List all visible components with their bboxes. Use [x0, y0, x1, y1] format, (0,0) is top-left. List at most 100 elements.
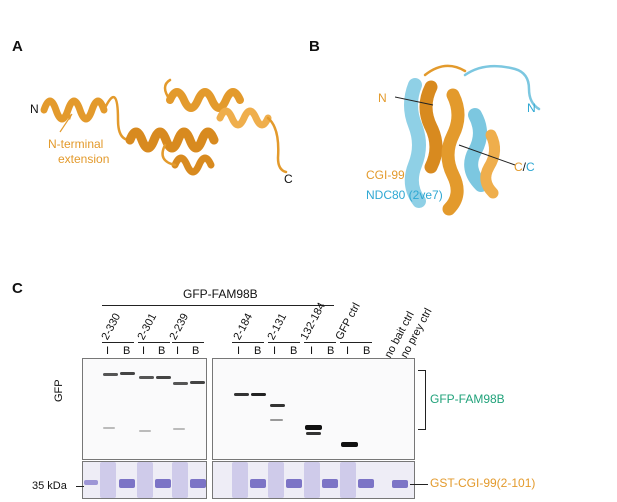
coomassie-band — [322, 479, 338, 488]
loop-1 — [102, 96, 132, 142]
coomassie-band — [155, 479, 171, 488]
panel-b-n-cyan: N — [527, 101, 536, 115]
gfp-band — [306, 432, 321, 435]
coomassie-band — [392, 480, 408, 488]
lane-i-label: I — [237, 345, 241, 357]
lane-b-label: B — [123, 345, 131, 357]
panel-b-c-cyan: C — [526, 160, 535, 174]
marker-tick — [76, 486, 84, 487]
coomassie-band — [172, 462, 188, 498]
lane-b-label: B — [254, 345, 262, 357]
gst-cgi99-label: GST-CGI-99(2-101) — [430, 476, 536, 490]
construct-header: GFP-FAM98B — [183, 287, 258, 301]
construct-underline — [102, 342, 134, 343]
construct-underline — [138, 342, 170, 343]
gfp-band-faint — [173, 428, 185, 430]
panel-b-slash: / — [522, 160, 527, 174]
gfp-band-faint — [270, 419, 283, 421]
panel-b-c-labels: C/C — [514, 160, 535, 174]
panel-b-c-orange: C — [514, 160, 523, 174]
ndc80-helix-1 — [404, 78, 426, 208]
construct-underline — [268, 342, 300, 343]
loop-3 — [163, 78, 172, 102]
cgi-loop — [423, 64, 467, 77]
panel-a-c-label: C — [284, 172, 293, 186]
construct-label: 2-330 — [99, 311, 124, 342]
n-terminal-helix — [40, 97, 108, 123]
gfp-y-label: GFP — [53, 379, 65, 402]
panel-c-letter: C — [12, 280, 23, 297]
gfp-band — [234, 393, 249, 396]
legend-ndc80: NDC80 (2ve7) — [366, 188, 443, 202]
construct-label: 2-239 — [167, 311, 192, 342]
coomassie-band — [100, 462, 116, 498]
panel-a-n-label: N — [30, 102, 39, 116]
lane-i-label: I — [310, 345, 314, 357]
lane-i-label: I — [142, 345, 146, 357]
construct-underline — [304, 342, 336, 343]
construct-label: 2-301 — [135, 311, 160, 342]
coomassie-band — [304, 462, 320, 498]
coomassie-band — [358, 479, 374, 488]
helix-bundle-3 — [216, 107, 272, 129]
gfp-band — [139, 376, 154, 379]
panel-b-letter: B — [309, 38, 320, 55]
loop-4 — [161, 143, 177, 167]
lane-i-label: I — [346, 345, 350, 357]
gfp-blot-left — [82, 358, 207, 460]
extension-label-line2: extension — [58, 152, 110, 166]
lane-b-label: B — [363, 345, 371, 357]
gfp-band — [173, 382, 188, 385]
construct-underline — [340, 342, 372, 343]
gfp-band — [341, 442, 358, 447]
gfp-band-faint — [139, 430, 151, 432]
ndc80-loop — [463, 64, 541, 111]
panel-b-n-orange: N — [378, 91, 387, 105]
coomassie-band — [268, 462, 284, 498]
gfp-band — [156, 376, 171, 379]
coomassie-band — [190, 479, 206, 488]
construct-underline — [172, 342, 204, 343]
helix-bundle-1 — [125, 127, 219, 153]
construct-label: 2-131 — [265, 311, 290, 342]
helix-bundle-4 — [171, 154, 215, 176]
gst-pointer-line — [410, 484, 428, 485]
gfp-band — [270, 404, 285, 407]
panel-b-structure — [395, 64, 541, 216]
lane-i-label: I — [176, 345, 180, 357]
cgi-helix-3 — [480, 129, 500, 199]
coomassie-band — [286, 479, 302, 488]
c-pointer-line — [458, 144, 516, 166]
lane-b-label: B — [192, 345, 200, 357]
construct-header-line — [102, 305, 334, 306]
lane-b-label: B — [327, 345, 335, 357]
coomassie-band — [250, 479, 266, 488]
gfp-band — [103, 373, 118, 376]
gfp-bracket — [418, 370, 426, 430]
gfp-band — [251, 393, 266, 396]
construct-label: GFP ctrl — [333, 300, 363, 342]
construct-label: 2-184 — [231, 311, 256, 342]
construct-underline — [232, 342, 264, 343]
cgi-helix-1 — [419, 80, 443, 174]
construct-label: 132-184 — [298, 300, 328, 342]
gfp-band — [305, 425, 322, 430]
panel-a-structure — [40, 78, 288, 176]
n-pointer-line — [395, 96, 434, 106]
marker-label: 35 kDa — [32, 480, 67, 492]
panel-a-letter: A — [12, 38, 23, 55]
loop-2 — [266, 116, 288, 174]
lane-b-label: B — [158, 345, 166, 357]
extension-label-line1: N-terminal — [48, 137, 104, 151]
gfp-band-faint — [103, 427, 115, 429]
coomassie-band — [119, 479, 135, 488]
legend-cgi99: CGI-99 — [366, 168, 405, 182]
lane-b-label: B — [290, 345, 298, 357]
gfp-fam98b-label: GFP-FAM98B — [430, 392, 505, 406]
gfp-band — [120, 372, 135, 375]
lane-i-label: I — [273, 345, 277, 357]
cgi-helix-2 — [441, 88, 465, 216]
gfp-band — [190, 381, 205, 384]
coomassie-band — [137, 462, 153, 498]
helix-bundle-2 — [166, 88, 244, 112]
